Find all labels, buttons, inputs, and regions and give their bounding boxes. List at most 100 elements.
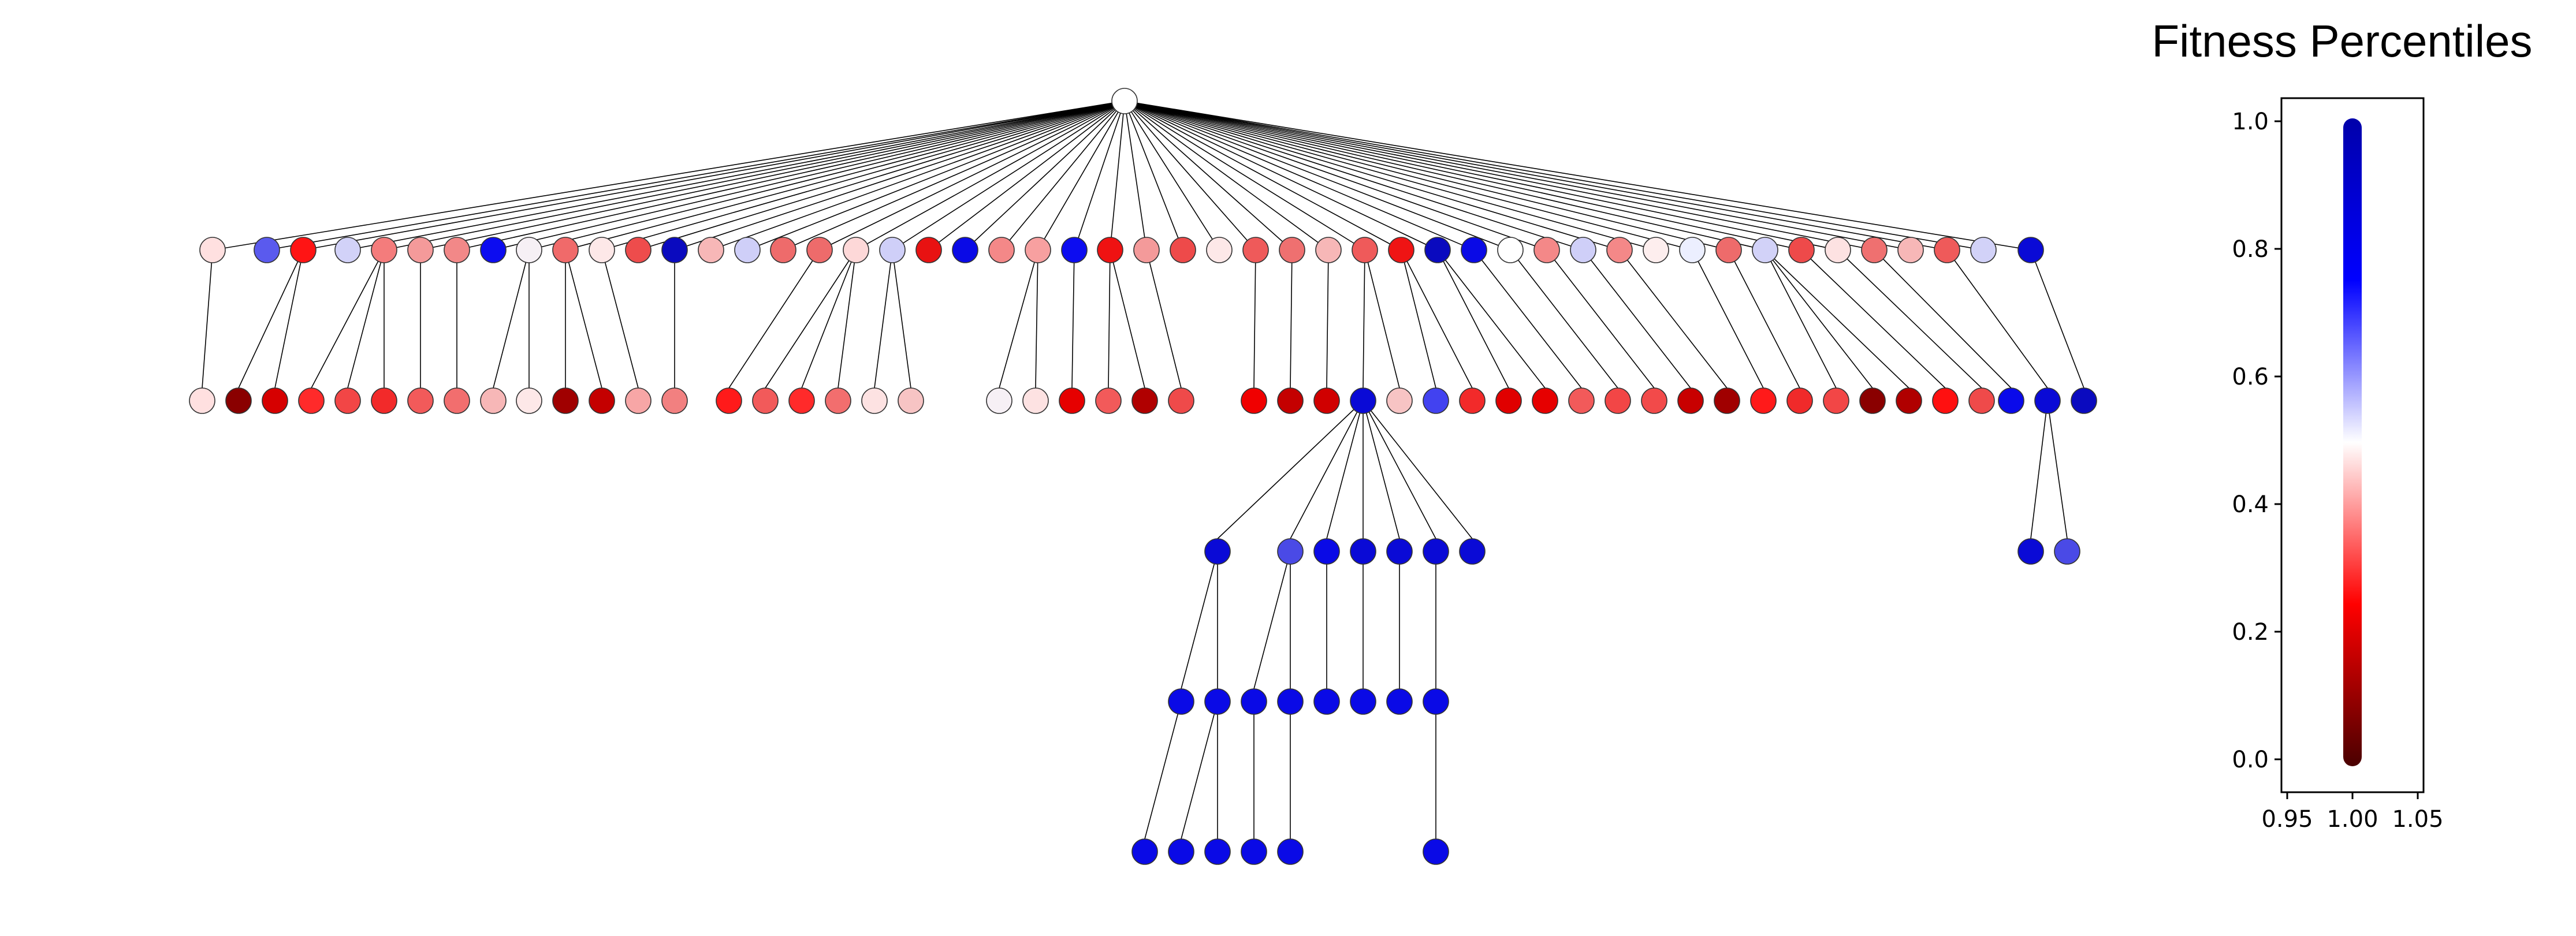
tree-node-level-1 bbox=[1861, 237, 1888, 263]
tree-edge bbox=[1946, 249, 2048, 389]
tree-edge bbox=[1124, 100, 1875, 251]
tree-node-level-2 bbox=[407, 387, 434, 414]
tree-edge bbox=[1124, 100, 1693, 251]
tree-node-level-1 bbox=[1825, 237, 1851, 263]
tree-edge bbox=[1124, 100, 1511, 251]
tree-node-level-4 bbox=[1313, 688, 1340, 715]
tree-node-level-3 bbox=[1386, 538, 1413, 565]
tree-node-level-2 bbox=[262, 387, 288, 414]
tree-edge bbox=[1765, 249, 1873, 389]
y-tick-label: 0.0 bbox=[2232, 747, 2269, 773]
tree-node-level-1 bbox=[199, 237, 226, 263]
tree-edge bbox=[493, 100, 1125, 251]
tree-node-level-1 bbox=[1242, 237, 1269, 263]
tree-edge bbox=[1001, 100, 1125, 251]
tree-node-level-3 bbox=[1459, 538, 1486, 565]
tree-node-level-2 bbox=[788, 387, 815, 414]
tree-node-level-2 bbox=[661, 387, 688, 414]
tree-edge bbox=[1144, 701, 1182, 840]
tree-edge bbox=[1874, 249, 2012, 389]
tree-edge bbox=[1110, 249, 1145, 389]
tree-node-level-1 bbox=[1497, 237, 1524, 263]
tree-node-level-2 bbox=[825, 387, 851, 414]
tree-node-level-1 bbox=[480, 237, 507, 263]
tree-node-level-1 bbox=[1461, 237, 1487, 263]
tree-edge bbox=[601, 100, 1125, 251]
tree-edge bbox=[1035, 249, 1038, 389]
tree-node-level-1 bbox=[1643, 237, 1669, 263]
tree-edge bbox=[1124, 100, 1547, 251]
tree-edge bbox=[1124, 100, 1475, 251]
tree-node-level-3 bbox=[2054, 538, 2080, 565]
tree-node-level-5 bbox=[1423, 838, 1449, 865]
tree-node-level-2 bbox=[1786, 387, 1813, 414]
tree-node-level-1 bbox=[1570, 237, 1596, 263]
tree-node-level-1 bbox=[1061, 237, 1088, 263]
tree-node-level-5 bbox=[1131, 838, 1158, 865]
tree-edge bbox=[1124, 100, 1438, 251]
tree-edges bbox=[202, 100, 2084, 840]
tree-edge bbox=[1546, 249, 1655, 389]
tree-node-level-3 bbox=[1277, 538, 1304, 565]
tree-node-level-2 bbox=[1823, 387, 1849, 414]
tree-edge bbox=[874, 249, 893, 389]
tree-edge bbox=[1217, 400, 1364, 539]
tree-edge bbox=[601, 249, 639, 389]
tree-node-level-2 bbox=[1350, 387, 1376, 414]
y-tick-label: 0.8 bbox=[2232, 236, 2269, 263]
tree-node-level-2 bbox=[1568, 387, 1595, 414]
tree-node-level-2 bbox=[986, 387, 1012, 414]
tree-edge bbox=[1124, 100, 1183, 251]
tree-node-level-1 bbox=[1388, 237, 1414, 263]
x-tick-label: 1.00 bbox=[2326, 806, 2378, 833]
tree-node-level-2 bbox=[1059, 387, 1085, 414]
tree-edge bbox=[1473, 249, 1582, 389]
tree-node-level-2 bbox=[298, 387, 325, 414]
tree-node-level-1 bbox=[444, 237, 470, 263]
tree-node-level-1 bbox=[1752, 237, 1778, 263]
tree-edge bbox=[1363, 400, 1473, 539]
tree-node-level-2 bbox=[898, 387, 924, 414]
tree-node-level-5 bbox=[1241, 838, 1267, 865]
tree-edge bbox=[1437, 249, 1546, 389]
tree-node-level-1 bbox=[879, 237, 906, 263]
tree-edge bbox=[965, 100, 1125, 251]
tree-edge bbox=[1124, 100, 1293, 251]
tree-node-level-2 bbox=[371, 387, 397, 414]
colorbar-y-ticks: 0.00.20.40.60.81.0 bbox=[2232, 109, 2281, 773]
tree-edge bbox=[710, 100, 1125, 251]
tree-edge bbox=[347, 249, 385, 389]
tree-edge bbox=[1124, 100, 1220, 251]
tree-edge bbox=[837, 249, 857, 389]
tree-edge bbox=[266, 100, 1125, 251]
tree-node-level-2 bbox=[2034, 387, 2061, 414]
tree-edge bbox=[801, 249, 857, 389]
tree-node-level-1 bbox=[1170, 237, 1196, 263]
tree-edge bbox=[747, 100, 1125, 251]
tree-node-level-1 bbox=[1606, 237, 1633, 263]
tree-node-level-2 bbox=[1168, 387, 1194, 414]
tree-edge bbox=[202, 249, 213, 389]
tree-edge bbox=[1290, 400, 1364, 539]
tree-edge bbox=[1124, 100, 1656, 251]
tree-edge bbox=[420, 100, 1125, 251]
tree-node-level-2 bbox=[1641, 387, 1667, 414]
tree-edge bbox=[674, 100, 1125, 251]
tree-node-level-4 bbox=[1241, 688, 1267, 715]
tree-node-level-2 bbox=[752, 387, 779, 414]
tree-node-level-2 bbox=[1277, 387, 1304, 414]
tree-edge bbox=[1728, 249, 1800, 389]
tree-edge bbox=[1110, 100, 1125, 251]
tree-edge bbox=[728, 249, 820, 389]
tree-node-level-1 bbox=[2017, 237, 2044, 263]
tree-node-level-1 bbox=[698, 237, 724, 263]
tree-node-level-1 bbox=[552, 237, 579, 263]
tree-edge bbox=[783, 100, 1125, 251]
tree-node-level-1 bbox=[371, 237, 397, 263]
tree-edge bbox=[1364, 249, 1400, 389]
tree-node-level-1 bbox=[843, 237, 869, 263]
tree-node-level-1 bbox=[1533, 237, 1560, 263]
tree-node-level-2 bbox=[1313, 387, 1340, 414]
tree-node-level-5 bbox=[1277, 838, 1304, 865]
